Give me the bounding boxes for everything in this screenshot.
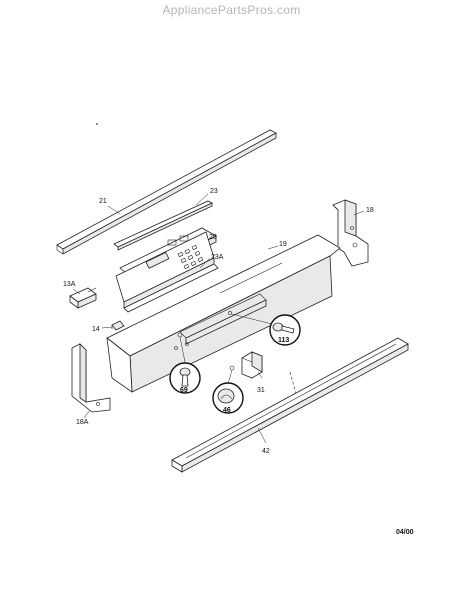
part-18-right-end-bracket[interactable] [332,199,369,267]
callout-46: 46 [223,407,231,414]
callout-13a: 13A [63,281,76,288]
callout-18: 18 [366,207,374,214]
part-23a-keypad-panel[interactable] [115,231,219,313]
part-69-screw[interactable] [169,362,201,394]
part-13a-switch[interactable] [69,287,97,309]
part-23-bracket[interactable] [113,200,213,251]
callout-69: 69 [180,387,188,394]
callout-19: 19 [279,241,287,248]
leader-18a [83,409,91,419]
part-42-lower-trim[interactable] [171,337,409,473]
callout-31: 31 [257,387,265,394]
part-19-control-panel[interactable] [106,234,341,393]
callout-113: 113 [278,337,289,344]
leader-23a [199,257,211,269]
callout-20: 20 [209,234,217,241]
part-14-clip[interactable] [111,320,125,331]
leader-42 [257,427,267,444]
leader-13a [72,288,81,295]
callout-14: 14 [92,326,100,333]
callout-23a: 23A [211,254,224,261]
part-31-knob[interactable] [241,351,263,379]
leader-69 [179,336,186,363]
leader-31 [257,371,263,379]
stray-mark [96,123,98,125]
date-code: 04/00 [396,529,414,536]
part-18a-left-end-bracket[interactable] [71,343,111,413]
callout-18a: 18A [76,419,89,426]
part-46-knob-insert[interactable] [212,382,244,414]
callout-42: 42 [262,448,270,455]
leader-14 [101,326,113,329]
leader-113 [231,313,273,325]
part-113-screw[interactable] [269,314,301,346]
knob-post [229,365,235,371]
watermark: AppliancePartsPros.com [162,3,301,17]
callout-23: 23 [210,188,218,195]
leader-19 [267,245,279,250]
leader-46 [227,369,233,385]
callout-21: 21 [99,198,107,205]
leader-21 [107,205,121,215]
leader-23 [195,193,209,206]
part-21-trim-strip[interactable] [56,129,277,255]
leader-18 [353,210,365,216]
